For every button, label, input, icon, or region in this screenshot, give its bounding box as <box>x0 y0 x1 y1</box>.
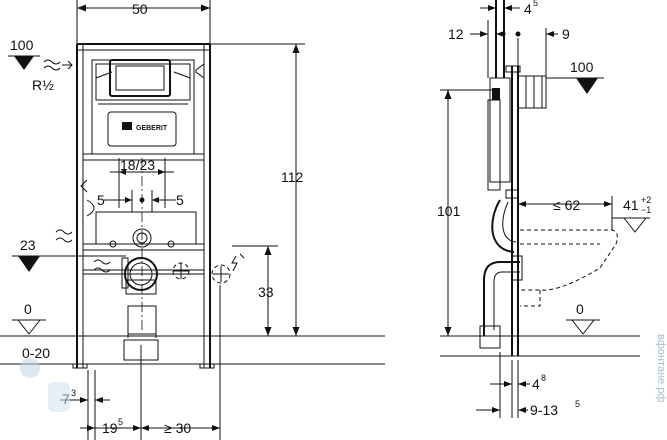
side-clearance-label: ≥ 30 <box>164 420 191 436</box>
side-height-label: 101 <box>437 203 461 219</box>
floor-range-label: 0-20 <box>22 345 50 361</box>
bowl-height-tol-plus: +2 <box>641 195 651 205</box>
bottom-offset-sup: 8 <box>541 373 546 383</box>
drain-assembly <box>95 211 245 361</box>
left-offset-label: 12 <box>448 26 464 42</box>
top-offset-sup: 5 <box>533 0 538 8</box>
height-label: 112 <box>281 169 304 185</box>
drain-side-sup: 5 <box>118 417 123 427</box>
width-dimension: 50 <box>76 0 211 44</box>
bowl-height-label: 41 <box>623 197 639 213</box>
wall-range-label: 9-13 <box>530 402 558 418</box>
bowl-depth-dimension: ≤ 62 <box>518 196 613 230</box>
bottom-offset-label: 4 <box>532 376 540 392</box>
side-inlet-level-label: 100 <box>570 59 594 75</box>
side-frame <box>479 0 547 356</box>
bowl-height-tol-minus: −1 <box>641 205 651 215</box>
side-floor-level-label: 0 <box>576 301 584 317</box>
side-view: 4 5 12 9 100 101 <box>437 0 651 418</box>
toilet-bowl-outline <box>520 229 618 307</box>
front-inlet-level-label: 100 <box>10 37 34 53</box>
bowl-height-marker: 41 +2 −1 <box>612 195 651 233</box>
side-floor-marker: 0 <box>566 301 600 335</box>
bottom-dimensions: 7 3 19 5 ≥ 30 <box>60 285 221 440</box>
inlet-thread-label: R½ <box>32 77 54 93</box>
cistern: GEBERIT <box>91 59 195 155</box>
wall-range-sup: 5 <box>575 399 580 409</box>
electric-height-dimension: 33 <box>232 245 278 336</box>
top-offset-label: 4 <box>524 1 532 17</box>
foot-offset-sup: 3 <box>71 388 76 398</box>
drain-side-label: 19 <box>102 420 118 436</box>
bolt-spacing-dimensions: 18/23 5 5 <box>97 157 184 212</box>
bolt-offset-right-label: 5 <box>176 192 184 208</box>
floor-level-marker: 0 0-20 <box>12 301 50 361</box>
bowl-depth-label: ≤ 62 <box>553 197 580 213</box>
flush-spacing-label: 18/23 <box>120 157 155 173</box>
right-offset-label: 9 <box>562 26 570 42</box>
electric-height-label: 33 <box>258 284 274 300</box>
width-label: 50 <box>132 1 148 17</box>
water-inlet-marker: 100 R½ <box>8 37 73 93</box>
side-inlet-marker: 100 <box>546 59 604 94</box>
watermark-text: вфонтане.рф <box>655 334 667 402</box>
brand-label: GEBERIT <box>136 125 168 132</box>
front-floor-level-label: 0 <box>24 301 32 317</box>
frame <box>72 43 215 369</box>
side-bottom-dimensions: 4 8 9-13 5 <box>476 352 580 418</box>
side-height-dimension: 101 <box>437 89 496 336</box>
drain-level-marker: 23 <box>12 229 126 273</box>
height-dimension: 112 <box>210 43 305 337</box>
front-view: GEBERIT 18/23 5 5 <box>0 0 385 440</box>
side-top-dimensions: 4 5 12 9 <box>448 0 570 78</box>
watermark-logo <box>20 358 70 412</box>
bolt-offset-left-label: 5 <box>97 192 105 208</box>
drain-level-label: 23 <box>20 237 36 253</box>
